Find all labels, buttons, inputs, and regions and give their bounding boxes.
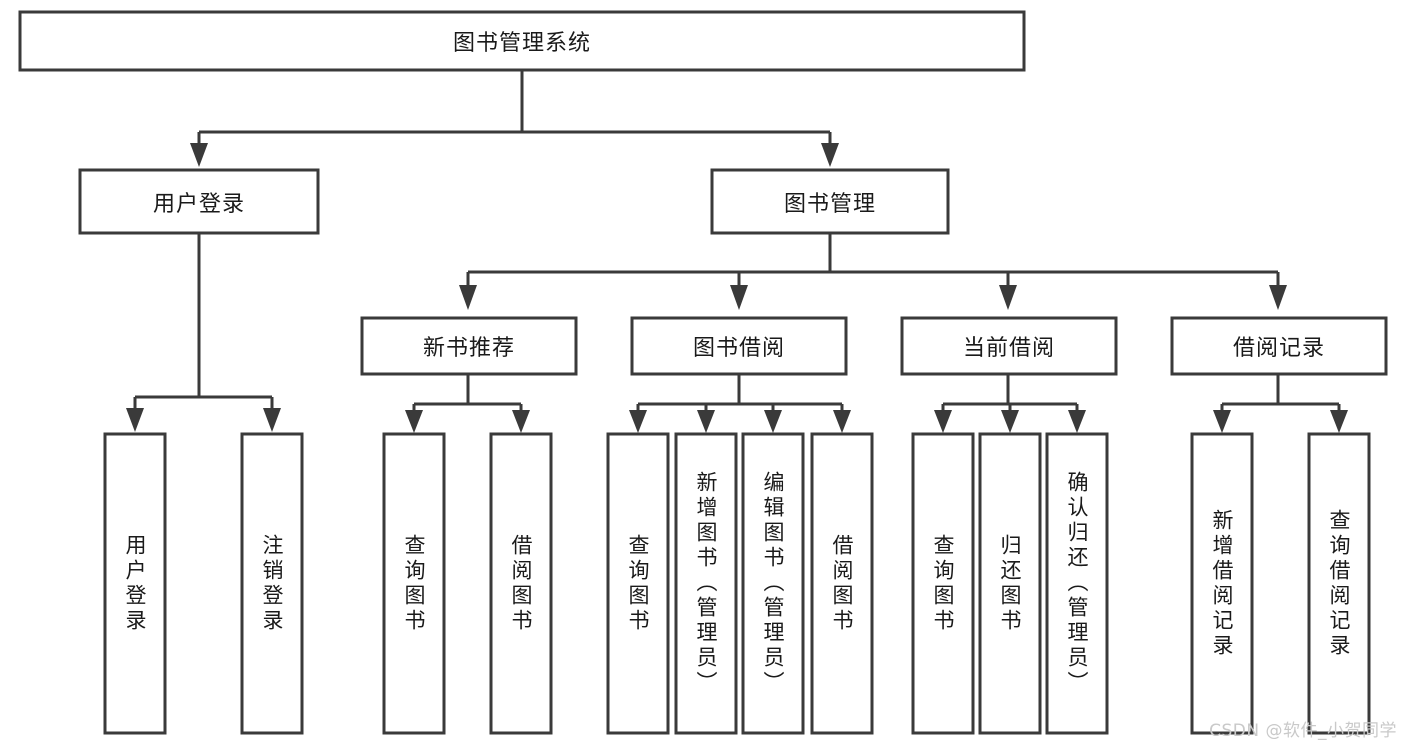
leaf-box-borrow-book[interactable] [810, 432, 874, 735]
arrow-head-current-borrow-leaf-1 [934, 410, 952, 433]
leaf-box-add-borrow-record[interactable] [1190, 432, 1254, 735]
leaf-box-borrow-book-recommend[interactable] [489, 432, 553, 735]
leaf-box-edit-book-admin[interactable] [741, 432, 805, 735]
arrow-head-book-borrow-leaf-4 [833, 410, 851, 433]
leaf-box-query-book-recommend[interactable] [382, 432, 446, 735]
node-user-login[interactable] [78, 168, 320, 235]
arrow-head-book-borrow-leaf-1 [629, 410, 647, 433]
node-borrow-record[interactable] [1170, 316, 1388, 376]
arrow-head-book-borrow-leaf-3 [764, 410, 782, 433]
arrow-head-book-mgmt [821, 143, 839, 167]
arrow-head-new-book-leaf-1 [405, 410, 423, 433]
csdn-watermark: CSDN @软件_小贺同学 [1209, 721, 1397, 741]
arrow-head-borrow-record-leaf-1 [1213, 410, 1231, 433]
arrow-head-new-book-leaf-2 [512, 410, 530, 433]
leaf-box-add-book-admin[interactable] [674, 432, 738, 735]
leaf-box-confirm-return-admin[interactable] [1045, 432, 1109, 735]
arrow-head-leaf-user-login [126, 408, 144, 432]
leaf-box-query-book-borrow[interactable] [606, 432, 670, 735]
node-book-borrow[interactable] [630, 316, 848, 376]
leaf-box-query-borrow-record[interactable] [1307, 432, 1371, 735]
arrow-head-current-borrow-leaf-3 [1068, 410, 1086, 433]
leaf-box-logout[interactable] [240, 432, 304, 735]
arrow-head-book-borrow-leaf-2 [697, 410, 715, 433]
leaf-box-user-login[interactable] [103, 432, 167, 735]
leaf-box-query-book-current[interactable] [911, 432, 975, 735]
arrow-head-leaf-logout [263, 408, 281, 432]
node-book-management[interactable] [710, 168, 950, 235]
arrow-head-borrow-record-leaf-2 [1330, 410, 1348, 433]
leaf-box-return-book[interactable] [978, 432, 1042, 735]
arrow-head-current-borrow-leaf-2 [1001, 410, 1019, 433]
node-root[interactable] [18, 10, 1026, 72]
arrow-head-current-borrow [999, 285, 1017, 310]
arrow-head-user-login [190, 143, 208, 167]
arrow-head-borrow-record [1269, 285, 1287, 310]
arrow-head-book-borrow [730, 285, 748, 310]
arrow-head-new-book [459, 285, 477, 310]
node-new-book-recommend[interactable] [360, 316, 578, 376]
node-current-borrow[interactable] [900, 316, 1118, 376]
